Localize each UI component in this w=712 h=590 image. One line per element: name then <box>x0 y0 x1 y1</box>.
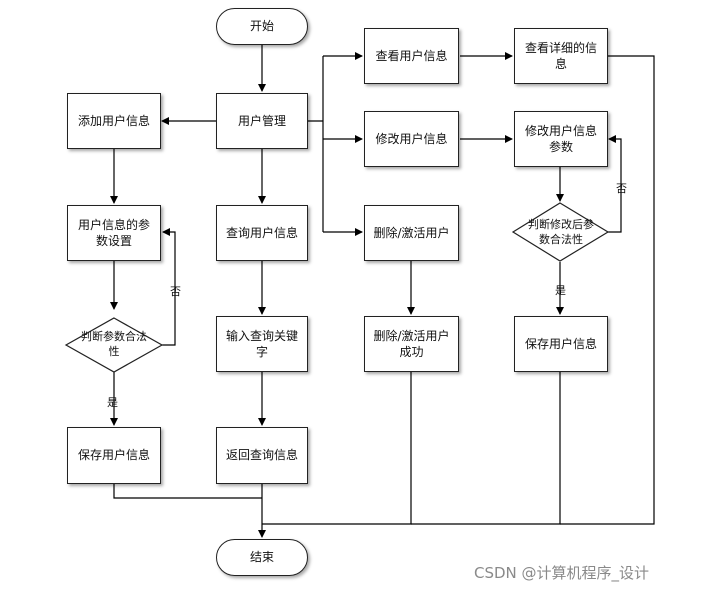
save-user-info-left-box: 保存用户信息 <box>67 427 161 484</box>
input-query-keyword-label: 输入查询关键字 <box>225 328 298 359</box>
modify-user-info-params-label: 修改用户信息参数 <box>524 123 597 154</box>
arrow-check-no-loop-left <box>162 228 176 346</box>
check-modified-params-label: 判断修改后参数合法性 <box>528 218 594 246</box>
decision-left-diamond <box>64 317 164 373</box>
modify-user-info-label: 修改用户信息 <box>375 131 448 146</box>
arrow-check-no-loop-right <box>608 135 622 233</box>
modify-user-info-box: 修改用户信息 <box>364 111 459 167</box>
start-node: 开始 <box>216 8 308 45</box>
check-params-validity-label-wrap: 判断参数合法性 <box>76 326 152 364</box>
user-management-label: 用户管理 <box>237 113 286 128</box>
query-user-info-label: 查询用户信息 <box>225 225 298 240</box>
save-user-info-left-label: 保存用户信息 <box>77 448 150 463</box>
add-user-info-label: 添加用户信息 <box>77 113 150 128</box>
check-params-validity-label: 判断参数合法性 <box>81 330 147 358</box>
user-management-box: 用户管理 <box>216 93 308 149</box>
line-save-right-to-end <box>411 372 561 525</box>
line-detail-to-end <box>560 55 655 525</box>
return-query-info-label: 返回查询信息 <box>225 448 298 463</box>
delete-activate-user-box: 删除/激活用户 <box>364 205 459 261</box>
yes-label-left: 是 <box>107 396 118 409</box>
save-user-info-right-box: 保存用户信息 <box>514 316 608 372</box>
end-label: 结束 <box>249 550 274 565</box>
end-node: 结束 <box>216 539 308 576</box>
add-user-info-box: 添加用户信息 <box>67 93 161 149</box>
watermark-text: CSDN @计算机程序_设计 <box>474 564 650 582</box>
delete-activate-user-label: 删除/激活用户 <box>373 225 450 240</box>
view-user-info-box: 查看用户信息 <box>364 28 459 84</box>
line-branch-right <box>307 56 324 232</box>
view-detail-info-box: 查看详细的信息 <box>514 28 608 84</box>
view-detail-info-label: 查看详细的信息 <box>524 40 597 71</box>
decision-right-diamond <box>511 202 610 262</box>
no-label-left: 否 <box>170 285 181 298</box>
query-user-info-box: 查询用户信息 <box>216 205 308 261</box>
delete-activate-success-label: 删除/激活用户成功 <box>373 328 450 359</box>
user-info-params-label: 用户信息的参数设置 <box>77 217 150 248</box>
start-label: 开始 <box>249 19 274 34</box>
user-info-params-box: 用户信息的参数设置 <box>67 205 161 261</box>
save-user-info-right-label: 保存用户信息 <box>524 336 597 351</box>
yes-label-right: 是 <box>555 284 566 297</box>
modify-user-info-params-box: 修改用户信息参数 <box>514 111 608 167</box>
no-label-right: 否 <box>616 182 627 195</box>
delete-activate-success-box: 删除/激活用户成功 <box>364 316 459 372</box>
line-save-left-to-end <box>113 484 262 499</box>
check-modified-params-label-wrap: 判断修改后参数合法性 <box>525 214 597 252</box>
input-query-keyword-box: 输入查询关键字 <box>216 316 308 372</box>
view-user-info-label: 查看用户信息 <box>375 48 448 63</box>
return-query-info-box: 返回查询信息 <box>216 427 308 484</box>
